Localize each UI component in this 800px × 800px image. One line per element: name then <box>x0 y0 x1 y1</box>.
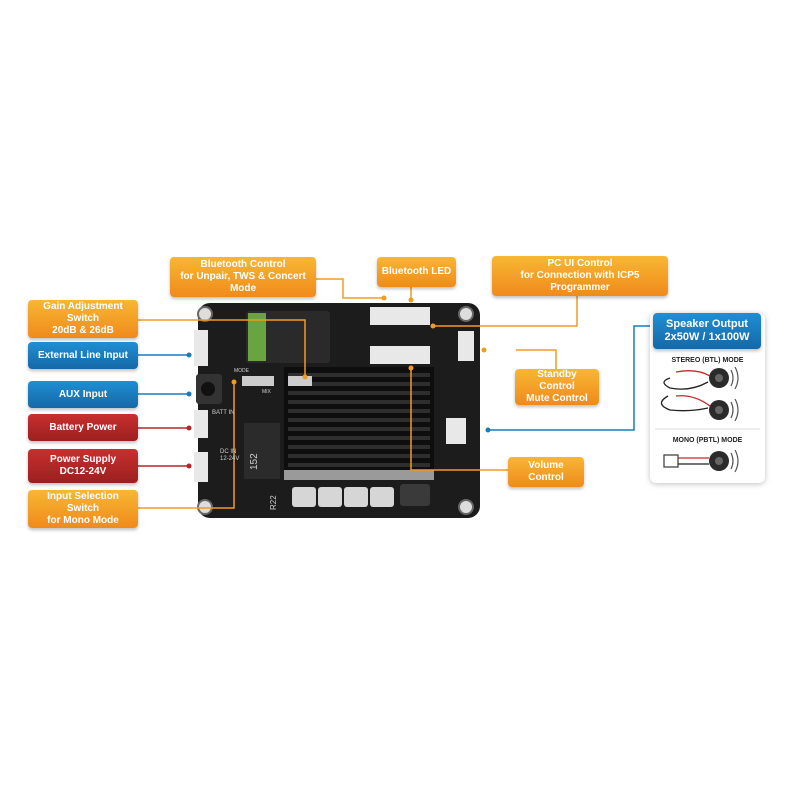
callout-external-line-input: External Line Input <box>28 342 138 369</box>
callout-text: DC12-24V <box>59 466 107 477</box>
speaker-terminal-2 <box>318 487 342 507</box>
callout-volume-control: Volume Control <box>508 457 584 487</box>
speaker-title-line2: 2x50W / 1x100W <box>664 331 750 343</box>
callout-aux-input: AUX Input <box>28 381 138 408</box>
callout-bluetooth-control: Bluetooth Control for Unpair, TWS & Conc… <box>170 257 316 297</box>
mark-dc: DC IN <box>220 449 236 455</box>
callout-text: PC UI Control <box>547 258 613 269</box>
mono-wiring <box>663 454 709 468</box>
connector-mid-2 <box>400 346 430 364</box>
speaker-icon <box>709 366 739 390</box>
callout-battery-power: Battery Power <box>28 414 138 441</box>
gain-switch <box>288 376 312 386</box>
speaker-icon <box>709 398 739 422</box>
callout-text: Volume Control <box>528 460 564 483</box>
mount-hole-tl <box>197 306 213 322</box>
callout-text: Standby Control <box>537 369 577 392</box>
mount-hole-bl <box>197 499 213 515</box>
mark-mode: MODE <box>234 368 250 374</box>
mono-mode-label: MONO (PBTL) MODE <box>672 437 743 444</box>
speaker-output-title: Speaker Output 2x50W / 1x100W <box>653 313 761 349</box>
connector-output-header <box>446 418 466 444</box>
potentiometer <box>400 484 430 506</box>
mark-152: 152 <box>249 453 260 470</box>
stereo-mode-label: STEREO (BTL) MODE <box>671 357 744 364</box>
connector-top-2 <box>400 307 430 325</box>
leader-lines <box>137 278 578 509</box>
antenna-pcb <box>248 313 266 361</box>
callout-text: for Mono Mode <box>47 515 119 526</box>
callout-text: AUX Input <box>58 388 108 400</box>
leader-dots <box>186 295 491 469</box>
callout-text: Gain Adjustment Switch <box>43 301 123 324</box>
callout-gain-switch: Gain Adjustment Switch 20dB & 26dB <box>28 300 138 338</box>
stereo-wiring <box>660 370 711 412</box>
callout-text: External Line Input <box>37 349 128 361</box>
speaker-icon <box>709 449 739 473</box>
mount-hole-tr <box>458 306 474 322</box>
callout-text: Power Supply <box>49 454 117 465</box>
aux-jack-hole <box>201 382 215 396</box>
callout-text: Battery Power <box>49 421 117 433</box>
amplifier-board <box>194 303 480 518</box>
connector-line-in <box>194 330 208 366</box>
speaker-terminal-4 <box>370 487 394 507</box>
callout-text: Bluetooth Control <box>200 259 286 270</box>
callout-text: Mute Control <box>526 393 588 404</box>
connector-top-1 <box>370 307 400 325</box>
speaker-terminal-3 <box>344 487 368 507</box>
callout-text: for Connection with ICP5 Programmer <box>520 270 640 293</box>
mark-r22: R22 <box>269 495 278 510</box>
connector-right <box>458 331 474 361</box>
callout-input-selection: Input Selection Switch for Mono Mode <box>28 490 138 528</box>
mark-mix: MIX <box>262 389 272 395</box>
mount-hole-br <box>458 499 474 515</box>
callout-standby-control: Standby Control Mute Control <box>515 369 599 405</box>
callout-text: 20dB & 26dB <box>52 325 114 336</box>
speaker-terminal-1 <box>292 487 316 507</box>
bluetooth-module <box>246 311 330 363</box>
callout-text: Bluetooth LED <box>381 266 452 277</box>
mark-batt: BATT IN <box>212 410 234 416</box>
mark-dc-v: 12-24V <box>220 456 239 462</box>
heatsink-base <box>284 470 434 480</box>
mode-switch <box>242 376 274 386</box>
connector-battery <box>194 410 208 438</box>
callout-text: Input Selection Switch <box>47 491 119 514</box>
connector-mid-1 <box>370 346 400 364</box>
speaker-title-line1: Speaker Output <box>666 318 748 330</box>
inductor <box>244 423 280 479</box>
callout-bluetooth-led: Bluetooth LED <box>377 257 456 287</box>
red-leader-lines <box>137 427 189 467</box>
blue-leader-lines <box>137 325 653 431</box>
callout-power-supply: Power Supply DC12-24V <box>28 449 138 483</box>
connector-dc <box>194 452 208 482</box>
callout-text: for Unpair, TWS & Concert Mode <box>180 271 306 294</box>
callout-pc-ui-control: PC UI Control for Connection with ICP5 P… <box>492 256 668 296</box>
